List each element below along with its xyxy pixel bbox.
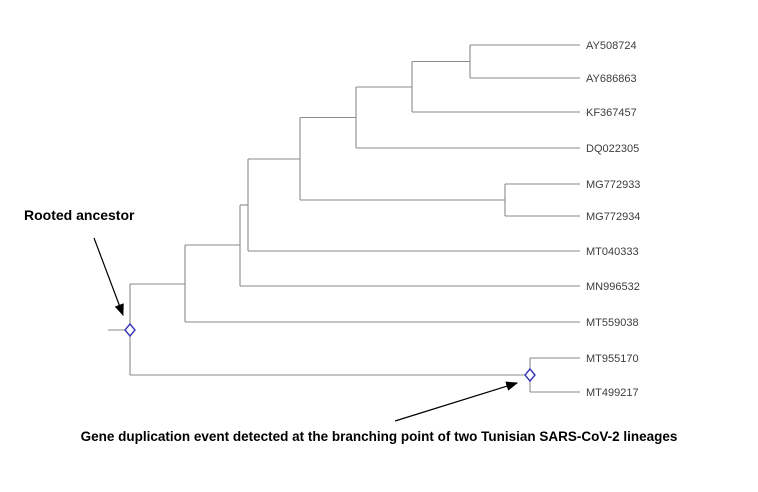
tip-label-KF367457: KF367457 [586,107,637,119]
rooted-ancestor-label: Rooted ancestor [24,207,135,223]
tip-label-MG772933: MG772933 [586,179,640,191]
tip-label-MT040333: MT040333 [586,246,639,258]
tip-label-AY508724: AY508724 [586,40,637,52]
tree-branches [108,44,580,393]
tip-label-MT559038: MT559038 [586,317,639,329]
tip-label-MT955170: MT955170 [586,353,639,365]
gene-duplication-label: Gene duplication event detected at the b… [80,429,678,444]
tip-label-DQ022305: DQ022305 [586,143,639,155]
gene-duplication-marker [524,367,536,383]
tip-labels: AY508724AY686863KF367457DQ022305MG772933… [586,40,640,399]
tip-label-MN996532: MN996532 [586,281,640,293]
gene-duplication-arrow [394,381,519,422]
tip-label-MT499217: MT499217 [586,387,639,399]
annotation-arrows [93,237,519,422]
rooted-ancestor-marker [124,322,136,338]
node-markers [124,322,536,383]
tip-label-AY686863: AY686863 [586,73,637,85]
tip-label-MG772934: MG772934 [586,211,640,223]
rooted-ancestor-arrow [93,237,124,317]
